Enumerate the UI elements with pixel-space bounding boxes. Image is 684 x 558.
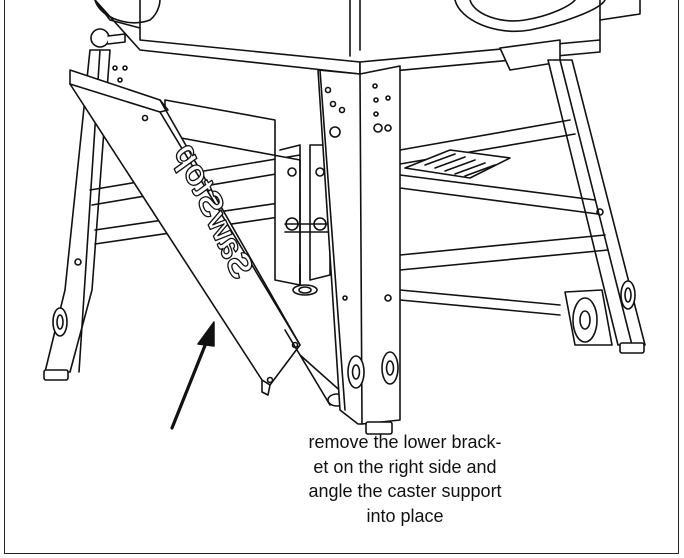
caption-line-1: remove the lower brack- [308, 432, 502, 452]
caption-line-3: angle the caster support [308, 481, 502, 501]
caption-line-4: into place [366, 505, 444, 526]
saw-body [90, 0, 641, 75]
arrowhead-icon [197, 321, 215, 347]
right-rear-leg [547, 59, 646, 354]
left-rear-leg [43, 49, 128, 381]
illustration-frame [4, 0, 679, 554]
pointer-arrow [170, 321, 215, 430]
front-leg [317, 65, 401, 435]
instruction-caption: remove the lower brack- et on the right … [280, 430, 530, 528]
caption-line-2: et on the right side and [313, 456, 497, 477]
foot-pedal [404, 149, 511, 179]
